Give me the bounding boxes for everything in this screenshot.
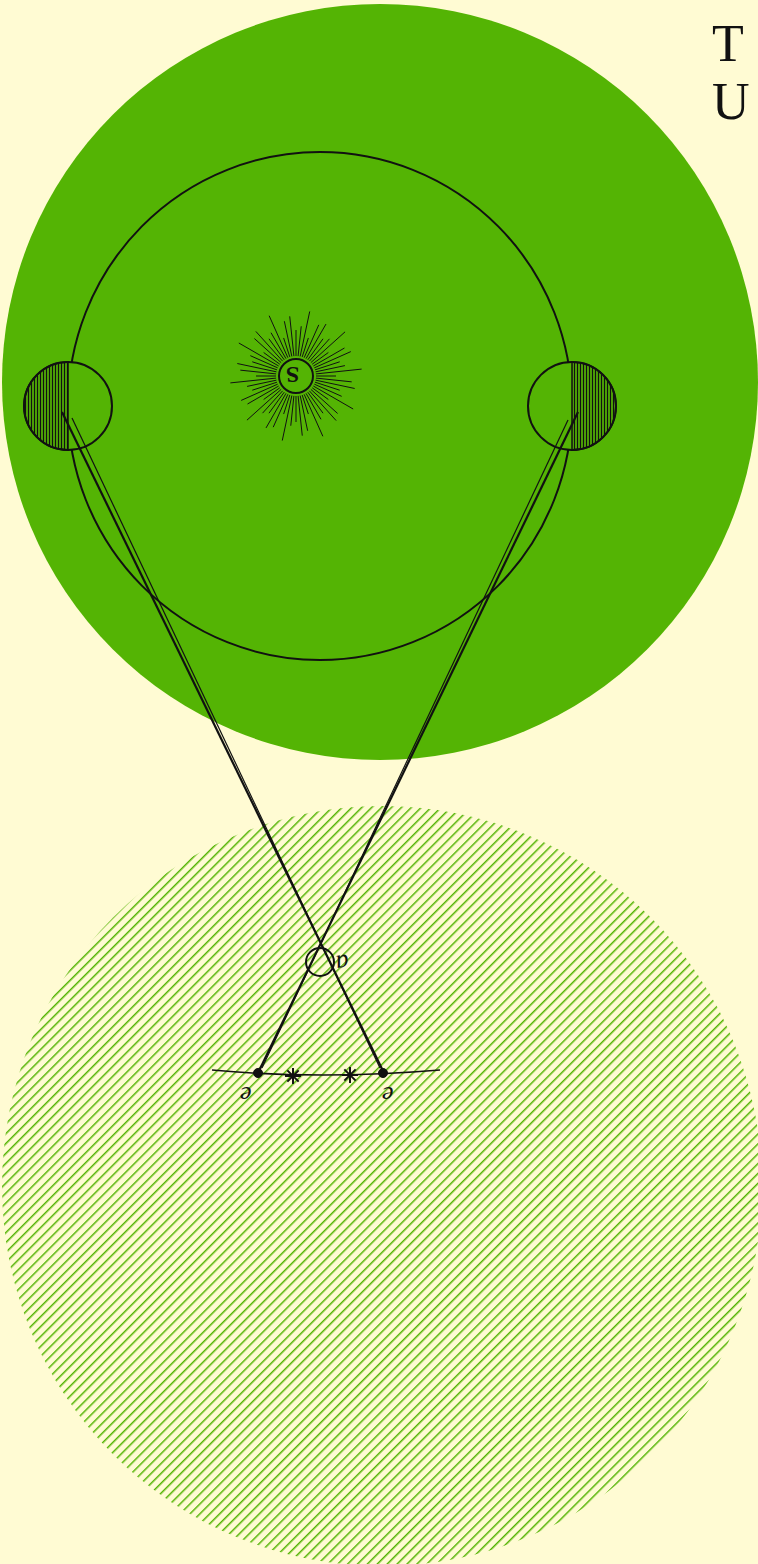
sun-ray (309, 339, 329, 361)
earth-shadow (24, 362, 68, 450)
sun (279, 359, 313, 393)
sun-letter: S (286, 363, 299, 387)
sun-ray (256, 376, 276, 377)
sun-ray (314, 352, 351, 368)
engraving (24, 152, 616, 1084)
apparent-star (379, 1069, 388, 1078)
star-position (306, 948, 334, 976)
title-letter: U (712, 76, 750, 128)
fixed-stars (285, 1067, 358, 1084)
earth (528, 362, 616, 450)
star-mark (287, 1070, 298, 1081)
sun-ray (269, 392, 284, 413)
sun-ray (263, 391, 283, 413)
sight-line (62, 412, 384, 1073)
sun-ray (316, 376, 336, 377)
sun-ray (296, 330, 297, 356)
sun-ray (298, 396, 302, 436)
sun-ray (308, 339, 323, 360)
hatched-green-disc (2, 806, 758, 1564)
title-letter: T (712, 18, 744, 70)
sun-ray (315, 362, 340, 370)
solid-green-disc (2, 4, 758, 760)
star-mark (344, 1069, 355, 1080)
sun-ray (282, 396, 292, 441)
sun-ray (296, 396, 297, 422)
sight-line (72, 418, 380, 1068)
apparent-star (254, 1069, 263, 1078)
sun-ray (290, 316, 294, 356)
sun-ray (304, 394, 323, 436)
sun-rays (230, 311, 361, 440)
sun-ray (316, 369, 362, 374)
point-letter: e (382, 1082, 394, 1108)
sun-ray (230, 378, 276, 383)
orbit (68, 152, 572, 660)
sight-line (262, 420, 568, 1068)
point-letter: e (240, 1082, 252, 1108)
sight-line (258, 412, 578, 1073)
earth-shadow (572, 362, 616, 450)
sun-ray (241, 384, 278, 400)
sun-ray (269, 316, 288, 358)
sun-ray (300, 311, 310, 356)
earth (24, 362, 112, 450)
sun-ray (252, 382, 277, 390)
sky-arc (212, 1070, 440, 1075)
